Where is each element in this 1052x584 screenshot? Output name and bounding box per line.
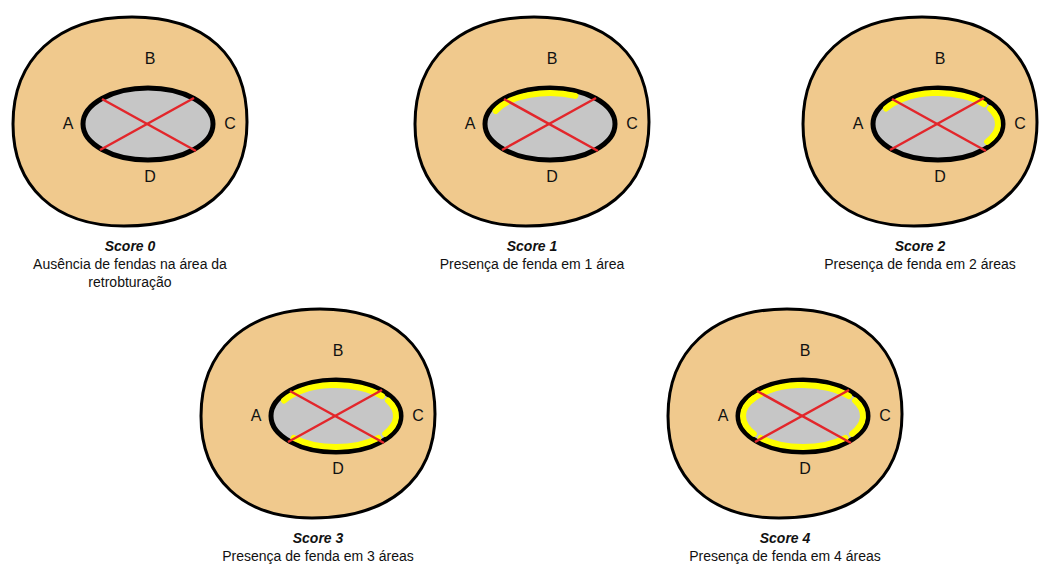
score-title: Score 2 [780,237,1052,255]
gap-mark [385,401,396,434]
dentin [415,17,649,226]
dentin [13,17,247,226]
caption: Score 4Presença de fenda em 4 áreas [645,529,925,565]
area-letter: B [800,343,811,359]
tooth-outline [412,14,652,229]
area-letter: A [251,408,262,424]
area-letter: D [144,169,156,185]
retrofilling [83,88,213,160]
red-cross [755,390,849,442]
gap-mark [987,109,998,142]
caption: Score 2Presença de fenda em 2 áreas [780,237,1052,273]
area-letter: B [145,51,156,67]
score-description: Presença de fenda em 2 áreas [780,255,1052,273]
area-letter: A [718,408,729,424]
caption: Score 3Presença de fenda em 3 áreas [178,529,458,565]
gap-mark [852,401,863,434]
red-cross [892,99,986,151]
red-cross [290,391,384,443]
area-letter: C [224,116,236,132]
retrofilling [271,380,401,452]
dentin [668,309,902,518]
area-letter: B [333,343,344,359]
retrofilling [738,380,868,452]
dentin [803,17,1037,226]
area-letter: A [465,116,476,132]
area-letter: A [63,116,74,132]
retrofilling [485,88,615,160]
score-title: Score 0 [0,237,270,255]
tooth-outline [10,14,250,229]
area-letter: C [1014,116,1026,132]
area-letter: D [332,461,344,477]
area-letter: C [879,408,891,424]
area-letter: C [412,408,424,424]
red-cross [102,99,196,151]
area-letter: D [799,461,811,477]
tooth-outline [800,14,1040,229]
dentin [201,309,435,518]
caption: Score 1Presença de fenda em 1 área [392,237,672,273]
red-cross [502,98,596,150]
area-letter: B [935,51,946,67]
tooth-outline [665,306,905,521]
caption: Score 0Ausência de fendas na área da ret… [0,237,270,291]
score-description: Presença de fenda em 3 áreas [178,547,458,565]
area-letter: C [626,116,638,132]
gap-mark [294,438,379,447]
area-letter: A [853,116,864,132]
retrofilling [873,88,1003,160]
gap-mark [743,398,754,434]
tooth-outline [198,306,438,521]
area-letter: D [934,169,946,185]
gap-mark [761,438,846,447]
area-letter: B [547,51,558,67]
red-cross [288,390,382,442]
score-description: Presença de fenda em 4 áreas [645,547,925,565]
tooth-section: BACDScore 3Presença de fenda em 3 áreas [198,306,438,521]
score-description: Ausência de fendas na área da retrobtura… [0,255,270,291]
score-title: Score 3 [178,529,458,547]
score-description: Presença de fenda em 1 área [392,255,672,273]
tooth-section: BACDScore 0Ausência de fendas na área da… [10,14,250,229]
red-cross [504,99,598,151]
tooth-section: BACDScore 4Presença de fenda em 4 áreas [665,306,905,521]
tooth-section: BACDScore 2Presença de fenda em 2 áreas [800,14,1040,229]
score-title: Score 1 [392,237,672,255]
red-cross [757,391,851,443]
red-cross [100,98,194,150]
red-cross [890,98,984,150]
score-title: Score 4 [645,529,925,547]
tooth-section: BACDScore 1Presença de fenda em 1 área [412,14,652,229]
area-letter: D [546,169,558,185]
